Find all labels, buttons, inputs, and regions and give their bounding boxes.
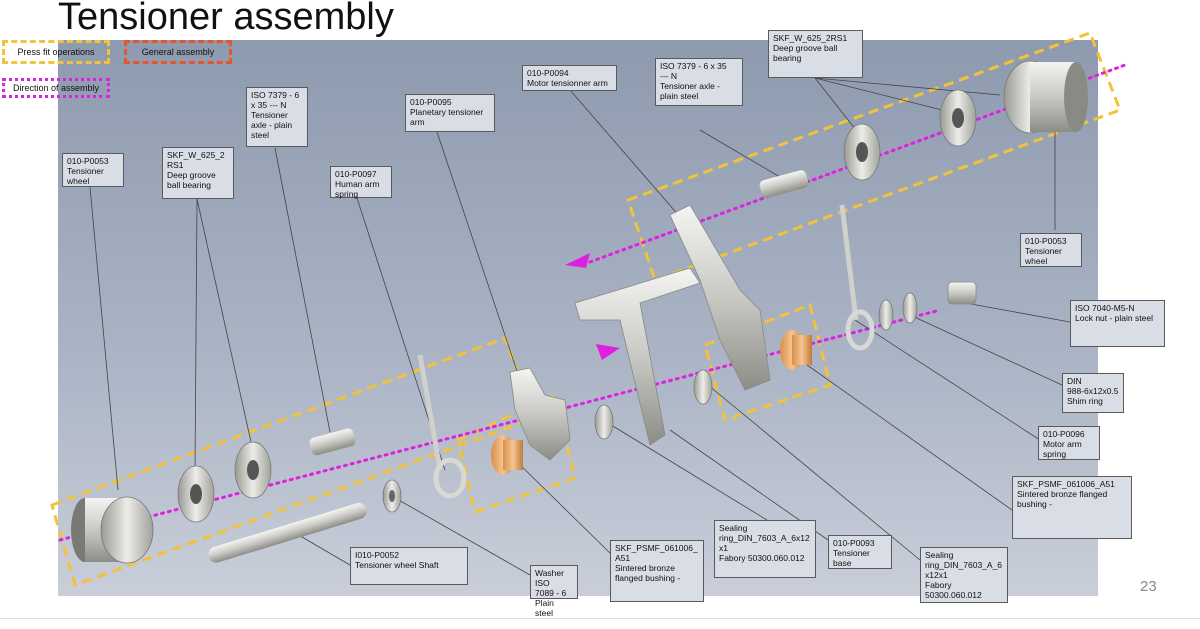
callout-lock-nut: ISO 7040-M5-N Lock nut - plain steel [1070,300,1165,347]
callout-human-arm-spring: 010-P0097 Human arm spring [330,166,392,199]
shim-ring-2 [902,292,918,324]
callout-tensioner-axle-left: ISO 7379 - 6 x 35 --- N Tensioner axle -… [246,87,308,147]
callout-tensioner-wheel-shaft: I010-P0052 Tensioner wheel Shaft [350,547,468,585]
human-arm-spring [417,354,467,499]
callout-motor-arm-spring: 010-P0096 Motor arm spring [1038,426,1100,460]
callout-tensioner-wheel-left: 010-P0053 Tensioner wheel [62,153,124,187]
callout-planetary-tensioner-arm: 010-P0095 Planetary tensioner arm [405,94,495,132]
callout-bronze-bushing-left: SKF_PSMF_061006_ A51 Sintered bronze fla… [610,540,704,602]
slide-title: Tensioner assembly [58,0,394,38]
motor-arm-spring [839,204,875,351]
lock-nut [947,281,977,305]
direction-arrow-upper [565,253,590,268]
press-fit-region-top-right [626,31,1122,282]
tensioner-wheel-right [1003,60,1088,134]
callout-washer: Washer ISO 7089 - 6 Plain steel [530,565,578,618]
tensioner-axle-left [309,428,356,456]
callout-bearing-left: SKF_W_625_2 RS1 Deep groove ball bearing [162,147,234,199]
tensioner-wheel-shaft [208,503,367,563]
legend-general-assembly: General assembly [124,40,232,64]
shim-ring-1 [878,299,894,331]
callout-tensioner-axle-right: ISO 7379 - 6 x 35 --- N Tensioner axle -… [655,58,743,106]
sealing-ring-right [693,369,713,405]
direction-arrow-lower [596,344,620,360]
bronze-bushing-left [491,435,523,475]
callout-tensioner-base: 010-P0093 Tensioner base [828,535,892,569]
ball-bearing-right-1 [843,123,881,181]
callout-shim-ring: DIN 988-6x12x0.5 Shim ring [1062,373,1124,413]
ball-bearing-left-1 [177,465,215,523]
ball-bearing-right-2 [939,89,977,147]
motor-tensioner-arm [669,204,771,391]
press-fit-region-bushing-right [703,302,832,422]
render-panel [58,40,1098,596]
planetary-tensioner-arm [509,367,571,461]
sealing-ring-left [594,404,614,440]
page-number: 23 [1140,578,1157,595]
tensioner-axle-right [759,170,809,198]
footer-divider [0,618,1200,619]
bronze-bushing-right [780,330,812,370]
tensioner-base [574,267,701,446]
callout-sealing-ring-left: Sealing ring_DIN_7603_A_6x12 x1 Fabory 5… [714,520,816,578]
callout-bearing-top: SKF_W_625_2RS1 Deep groove ball bearing [768,30,863,78]
callout-tensioner-wheel-right: 010-P0053 Tensioner wheel [1020,233,1082,267]
tensioner-wheel-left [71,496,154,564]
callout-bronze-bushing-right: SKF_PSMF_061006_A51 Sintered bronze flan… [1012,476,1132,539]
washer-left [382,479,402,513]
leader-lines [89,77,1071,576]
callout-motor-tensioner-arm: 010-P0094 Motor tensionner arm [522,65,617,91]
legend-direction-of-assembly: Direction of assembly [2,78,110,98]
callout-sealing-ring-right: Sealing ring_DIN_7603_A_6 x12x1 Fabory 5… [920,547,1008,603]
ball-bearing-left-2 [234,441,272,499]
legend-press-fit: Press fit operations [2,40,110,64]
